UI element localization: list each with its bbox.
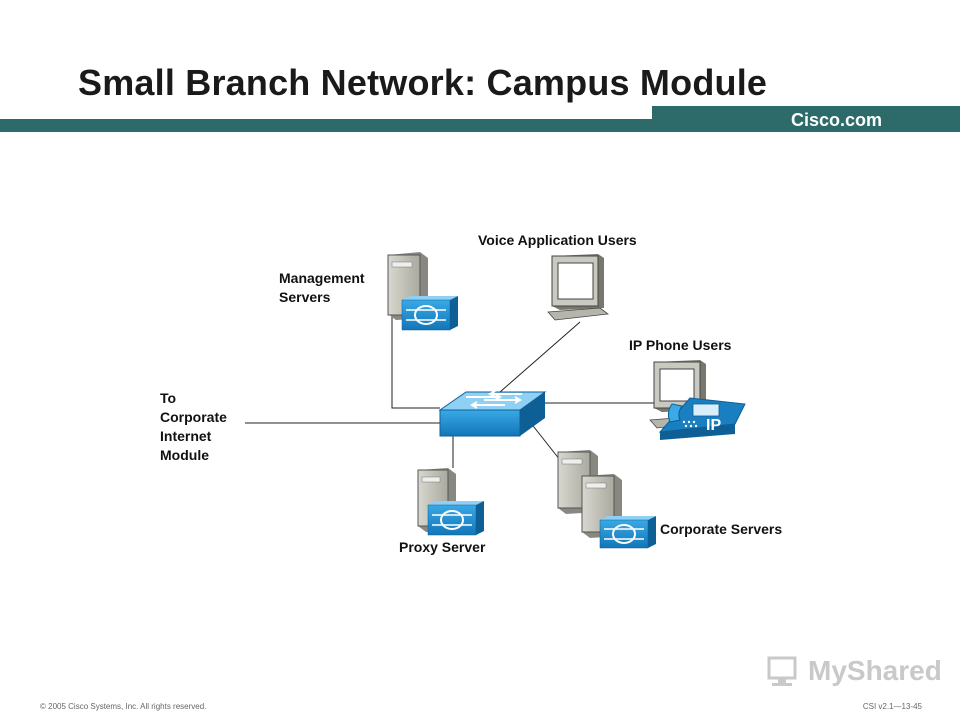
watermark: MyShared [766, 655, 942, 691]
to-corporate-label: To Corporate Internet Module [160, 389, 227, 465]
management-ids-icon [401, 296, 458, 331]
slide-title: Small Branch Network: Campus Module [78, 62, 768, 103]
ip-badge: IP [706, 417, 721, 434]
slide-ref-text: CSI v2.1—13-45 [862, 702, 922, 711]
link-management [391, 315, 440, 409]
to-label-line: To [160, 390, 177, 406]
ip-phone-icon: IP [658, 397, 746, 440]
corporate-servers-label: Corporate Servers [660, 521, 783, 537]
title-bar-tab [652, 106, 960, 132]
internet-label-line: Internet [160, 428, 212, 444]
proxy-ids-icon [427, 501, 484, 536]
watermark-text: MyShared [808, 655, 942, 686]
link-corporate [529, 421, 561, 461]
monitor-logo-icon [767, 656, 797, 686]
proxy-server-label: Proxy Server [399, 539, 486, 555]
switch-icon [438, 390, 547, 437]
copyright-text: © 2005 Cisco Systems, Inc. All rights re… [40, 702, 207, 711]
corporate-label-line: Corporate [160, 409, 227, 425]
management-servers-label: Management Servers [279, 269, 365, 307]
management-label-line: Management [279, 270, 365, 286]
ip-phone-users-label: IP Phone Users [629, 337, 732, 353]
servers-label-line: Servers [279, 289, 331, 305]
brand-label: Cisco.com [790, 110, 882, 130]
voice-users-label: Voice Application Users [478, 232, 637, 248]
voice-pc-icon [547, 254, 610, 321]
link-voice-users [499, 321, 581, 393]
module-label-line: Module [160, 447, 209, 463]
corporate-ids-icon [599, 516, 656, 549]
connection-lines [245, 315, 655, 468]
